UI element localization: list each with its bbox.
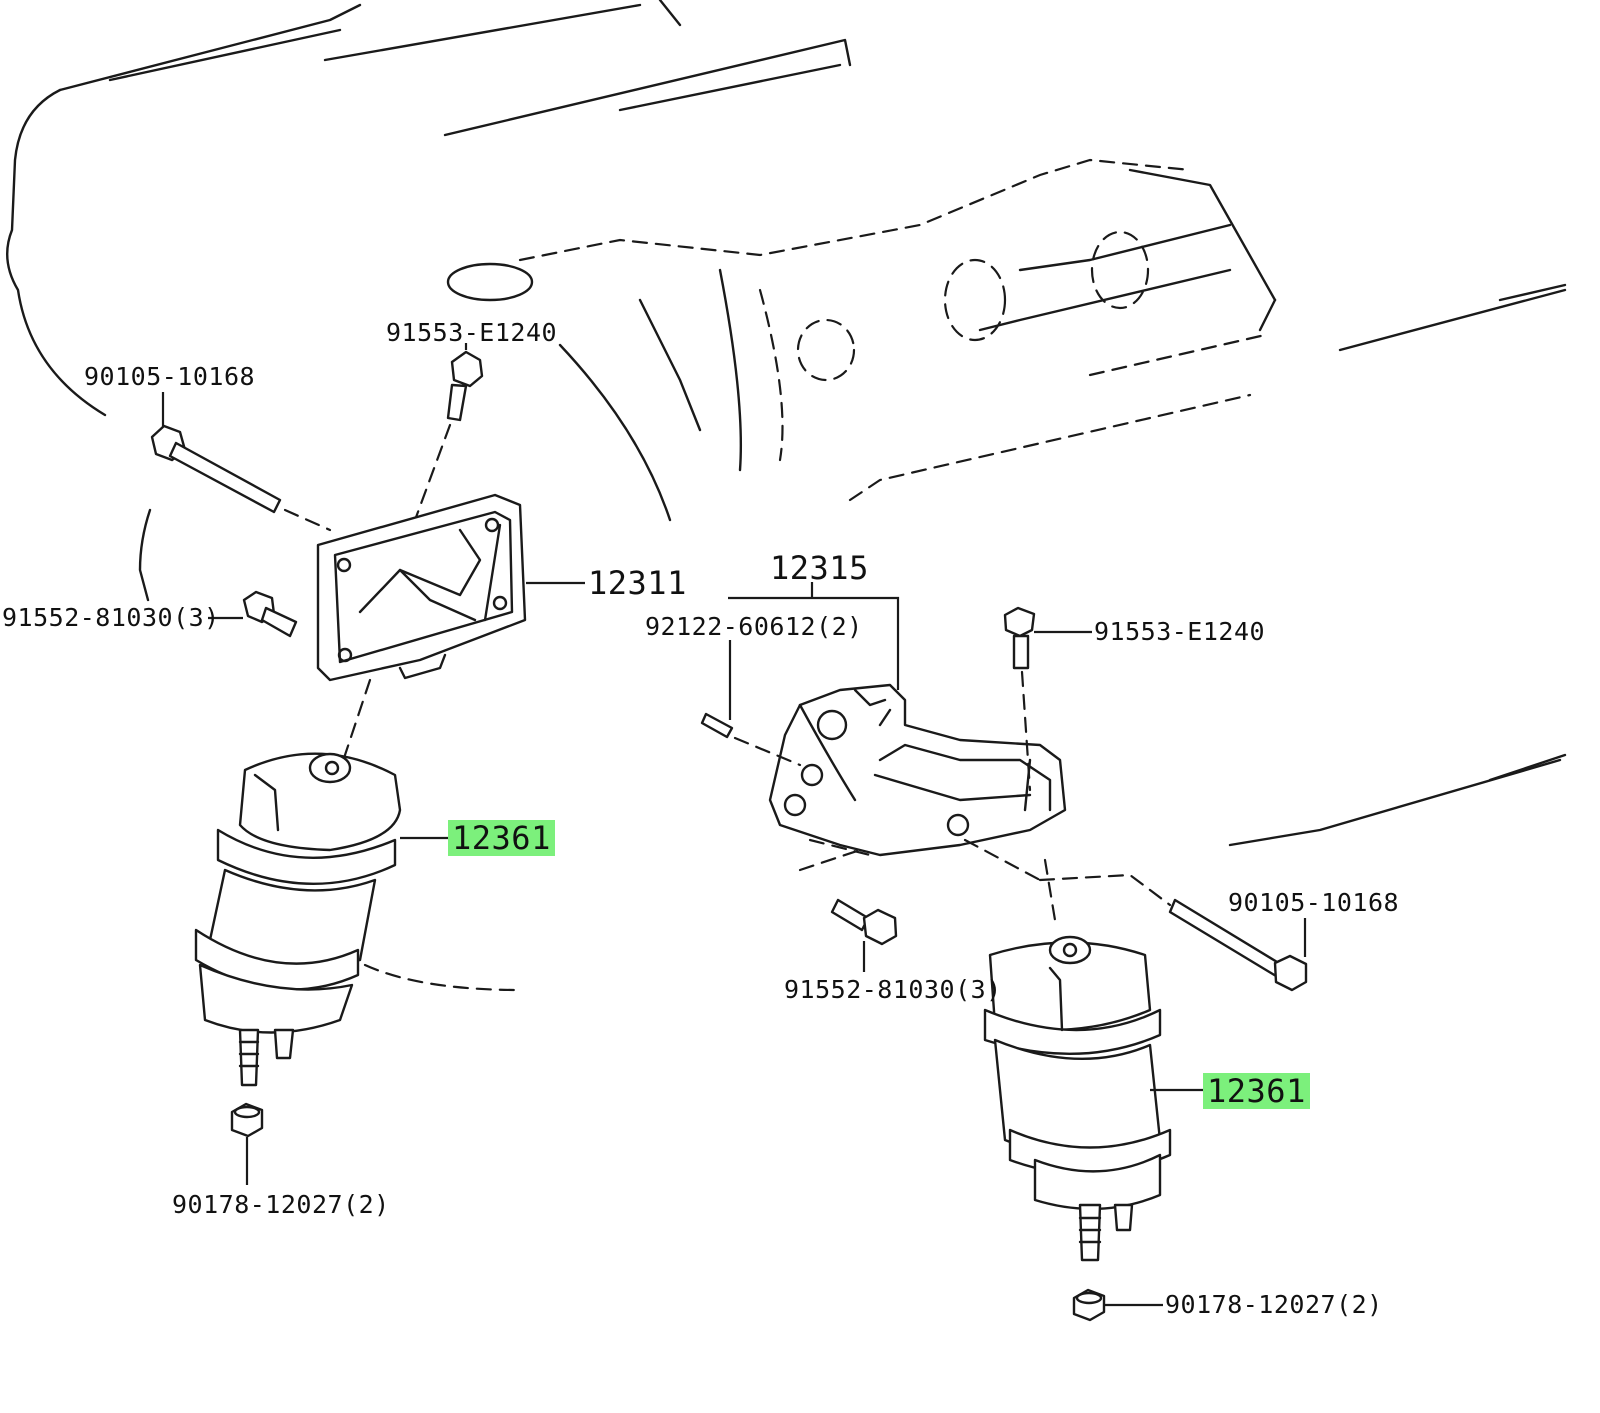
left-small-bolt-shape xyxy=(242,590,298,638)
callout-bracket-right-group[interactable]: 12315 xyxy=(770,549,869,587)
right-nut-shape xyxy=(1072,1288,1106,1322)
right-long-bolt-shape xyxy=(808,838,1308,992)
left-top-bolt-shape xyxy=(413,350,484,522)
left-mount-shape xyxy=(194,752,402,1087)
callout-bolt-top-right[interactable]: 91553-E1240 xyxy=(1094,617,1266,646)
left-nut-shape xyxy=(230,1102,264,1138)
callout-mount-left[interactable]: 12361 xyxy=(448,820,555,856)
right-top-bolt-shape xyxy=(1003,606,1036,792)
left-bracket-shape xyxy=(316,493,527,772)
callout-mount-right[interactable]: 12361 xyxy=(1203,1073,1310,1109)
callout-bolt-long-left[interactable]: 90105-10168 xyxy=(84,362,256,391)
callout-bracket-left[interactable]: 12311 xyxy=(588,564,687,602)
right-mount-shape xyxy=(983,858,1172,1262)
callout-bolt-long-right[interactable]: 90105-10168 xyxy=(1228,888,1400,917)
callout-pin-right[interactable]: 92122-60612(2) xyxy=(645,612,863,641)
left-long-bolt-shape xyxy=(150,424,332,532)
callout-bolt-small-right[interactable]: 91552-81030(3) xyxy=(784,975,1002,1004)
right-pin-shape xyxy=(700,712,802,767)
right-bracket-shape xyxy=(768,683,1067,857)
callout-bolt-top-left[interactable]: 91553-E1240 xyxy=(386,318,558,347)
right-small-bolt-shape xyxy=(798,848,898,946)
callout-nut-left[interactable]: 90178-12027(2) xyxy=(172,1190,390,1219)
callout-bolt-small-left[interactable]: 91552-81030(3) xyxy=(2,603,220,632)
engine-outline xyxy=(6,0,1567,992)
leader-lines xyxy=(161,343,1307,1307)
callout-nut-right[interactable]: 90178-12027(2) xyxy=(1165,1290,1383,1319)
